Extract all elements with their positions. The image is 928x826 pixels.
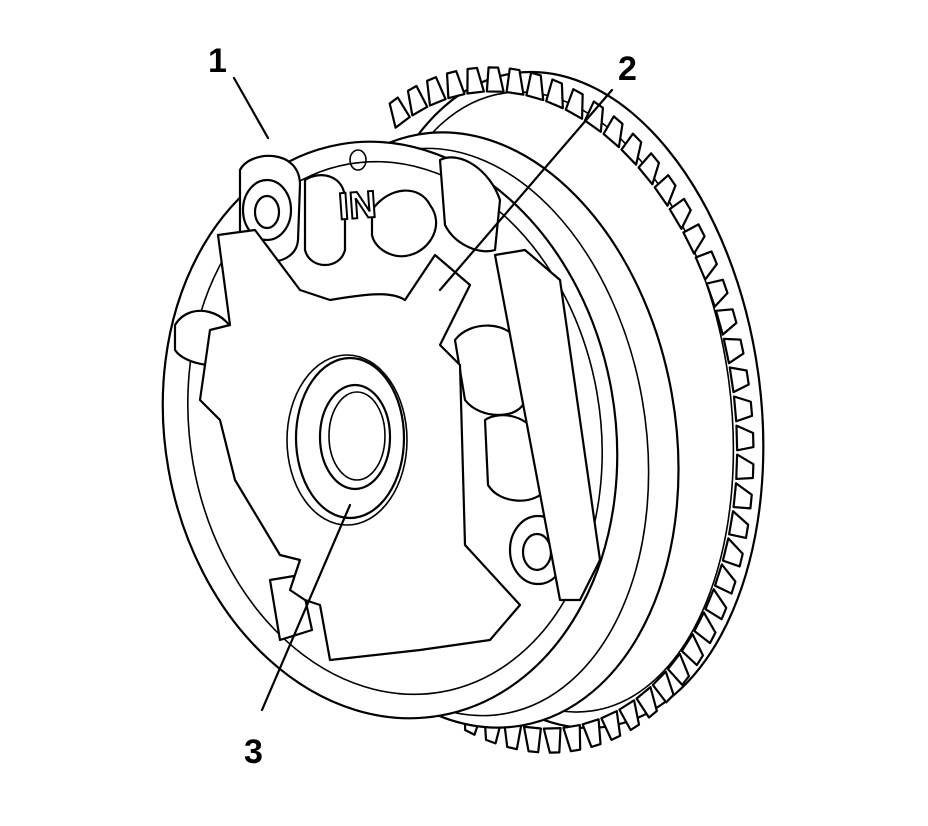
sprocket-tooth — [735, 453, 755, 481]
sprocket-tooth — [581, 718, 602, 749]
sprocket-tooth — [722, 337, 745, 365]
sprocket-tooth — [564, 88, 584, 120]
sprocket-tooth — [545, 78, 564, 110]
leader-line-1 — [232, 76, 270, 140]
callout-2: 2 — [618, 50, 637, 88]
sprocket-tooth — [562, 723, 582, 753]
sprocket-tooth — [666, 652, 691, 686]
sprocket-tooth — [525, 71, 545, 102]
sprocket-tooth — [635, 685, 658, 719]
sprocket-tooth — [668, 197, 692, 231]
sprocket-tooth — [651, 670, 675, 704]
sprocket-tooth — [388, 96, 411, 129]
sprocket-tooth — [620, 132, 643, 166]
sprocket-tooth — [705, 278, 729, 308]
sprocket-tooth — [602, 115, 624, 149]
sprocket-tooth — [466, 66, 486, 95]
sprocket-tooth — [445, 70, 466, 100]
callout-1: 1 — [208, 42, 227, 80]
sprocket-tooth — [653, 174, 677, 207]
right-vane-pockets — [453, 248, 602, 602]
sprocket-tooth — [680, 633, 705, 667]
leader-line-3 — [260, 503, 352, 712]
sprocket-tooth — [426, 76, 447, 107]
leader-lines — [232, 76, 614, 712]
sprocket-tooth — [682, 223, 706, 255]
sprocket-tooth — [728, 366, 750, 394]
sprocket-tooth — [728, 510, 750, 540]
sprocket-tooth — [735, 424, 755, 452]
sprocket-tooth — [485, 66, 505, 93]
sprocket-tooth — [542, 726, 562, 754]
sprocket-tooth — [406, 84, 429, 117]
sprocket-tooth — [505, 67, 525, 96]
upper-vane-pockets — [238, 154, 502, 266]
sprocket-tooth — [714, 308, 738, 336]
sprocket-tooth — [583, 100, 605, 133]
intake-stamp-text: IN — [337, 184, 378, 229]
callout-3: 3 — [244, 733, 263, 771]
sprocket-tooth — [693, 611, 717, 645]
sprocket-tooth — [637, 152, 661, 186]
sprocket-tooth — [721, 537, 744, 568]
retainer-plate — [198, 228, 522, 662]
sprocket-tooth — [694, 250, 718, 281]
sprocket-tooth — [732, 395, 754, 423]
leader-line-2 — [438, 88, 614, 292]
sprocket-tooth — [713, 563, 737, 595]
sprocket-tooth — [732, 482, 753, 510]
sprocket-tooth — [704, 588, 728, 621]
sprocket-tooth — [522, 725, 542, 754]
sprocket-tooth — [600, 709, 622, 741]
sprocket-tooth — [618, 699, 641, 732]
